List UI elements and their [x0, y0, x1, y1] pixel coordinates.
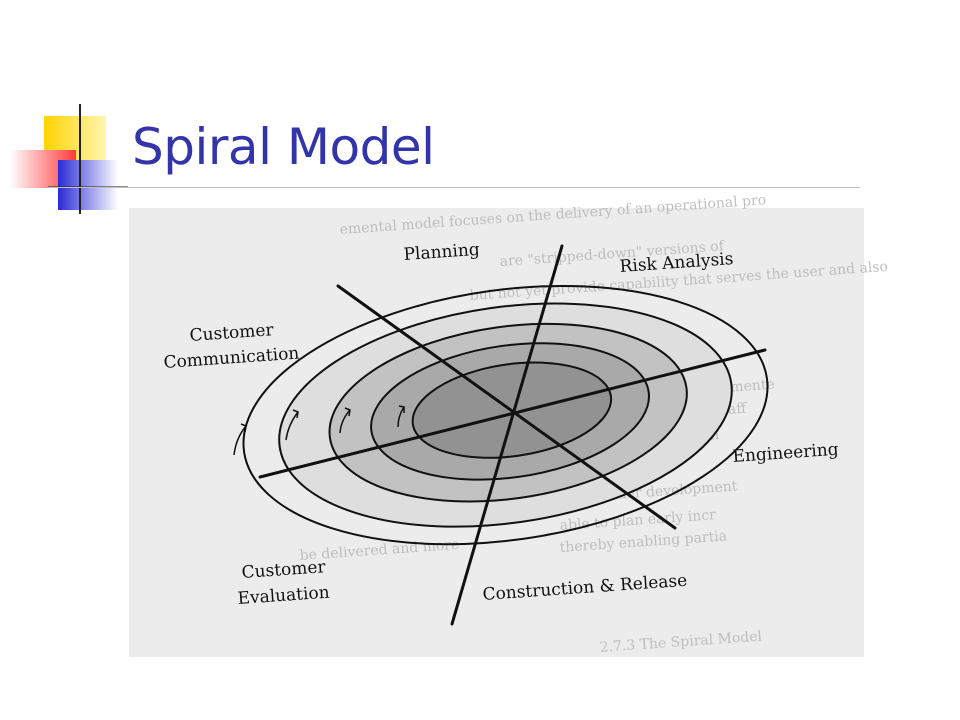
corner-accent-logo	[10, 104, 128, 214]
arrow-1	[233, 425, 247, 456]
arrow-4-head	[398, 405, 405, 413]
outer-spiral-ring-1	[242, 284, 769, 546]
arrow-3-head	[344, 407, 351, 417]
title-divider	[48, 187, 860, 188]
arrow-2	[285, 411, 299, 441]
slide-title: Spiral Model	[132, 118, 435, 176]
axis-diagonal	[336, 284, 677, 530]
arrow-1-head	[240, 423, 247, 433]
quadrant-axes	[258, 244, 767, 626]
axis-vertical	[450, 244, 564, 626]
arrow-4	[397, 406, 405, 428]
spiral-model-figure: emental model focuses on the delivery of…	[129, 192, 888, 657]
accent-blue-block	[58, 160, 118, 210]
arrow-3	[339, 409, 351, 434]
arrow-2-head	[292, 409, 299, 419]
spiral-direction-arrows	[233, 405, 405, 456]
